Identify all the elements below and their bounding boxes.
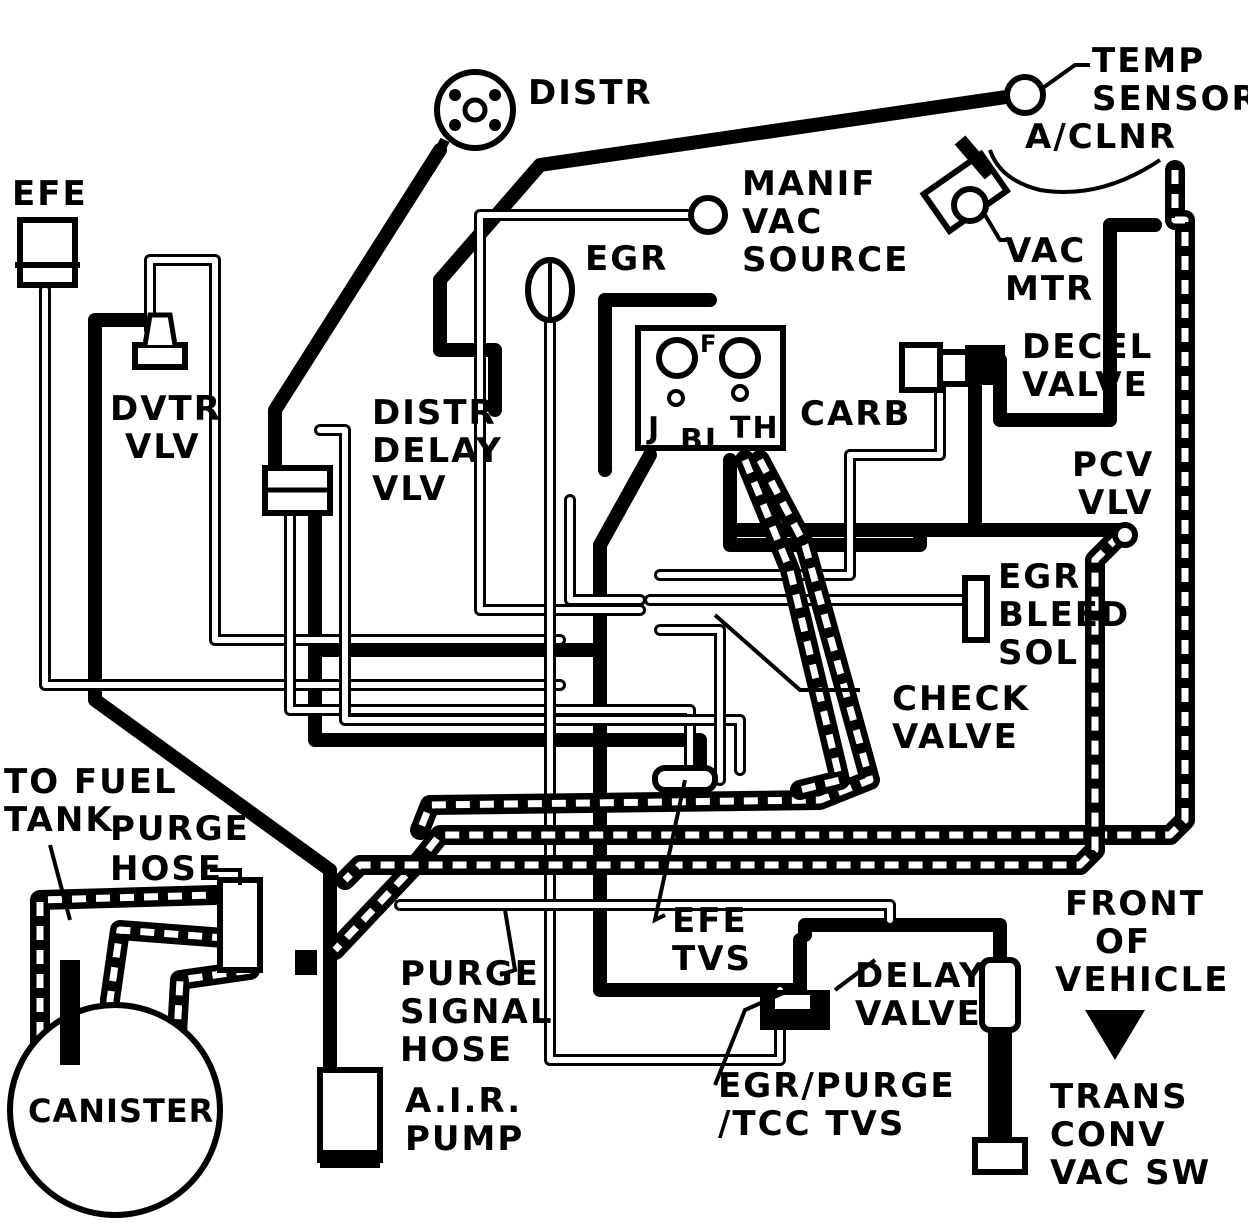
label-distr-delay-1: DISTR — [372, 393, 497, 433]
air-pump — [317, 1067, 383, 1168]
hose-trans-switch — [798, 918, 1007, 967]
carb-port-bl: BL — [680, 423, 726, 458]
hose-distr-delay-to-check — [308, 483, 707, 777]
label-egr-bleed-2: BLEED — [998, 595, 1130, 635]
label-delay-1: DELAY — [855, 956, 986, 996]
hose-carb-j — [593, 448, 807, 997]
temp-sensor — [988, 74, 1162, 194]
label-egr-tvs-2: /TCC TVS — [718, 1104, 905, 1144]
label-purge-signal-1: PURGE — [400, 954, 540, 994]
label-egr-bleed-3: SOL — [998, 633, 1079, 673]
label-front-1: FRONT — [1065, 884, 1205, 924]
pcv-valve — [1112, 522, 1138, 548]
carb-port-th: TH — [730, 411, 780, 446]
label-purge-signal-3: HOSE — [400, 1030, 513, 1070]
label-air-pump-1: A.I.R. — [405, 1081, 522, 1121]
label-vac-mtr-1: VAC — [1005, 231, 1086, 271]
decel-valve — [899, 342, 1005, 393]
trans-conv-vac-switch — [972, 957, 1028, 1175]
carburetor: F J BL TH — [635, 325, 786, 458]
label-manif-1: MANIF — [742, 164, 876, 204]
black-hoses — [88, 88, 1162, 1077]
label-front-2: OF — [1095, 922, 1151, 962]
distr-delay-valve — [262, 465, 333, 516]
label-purge-hose-2: HOSE — [110, 849, 223, 889]
label-pcv-2: VLV — [1078, 483, 1154, 523]
label-purge-hose-1: PURGE — [110, 809, 250, 849]
label-temp-sensor-2: SENSOR — [1092, 79, 1248, 119]
label-check-1: CHECK — [892, 679, 1030, 719]
label-delay-2: VALVE — [855, 994, 982, 1034]
label-check-2: VALVE — [892, 717, 1019, 757]
labels: DISTR TEMP SENSOR A/CLNR EFE MANIF VAC S… — [4, 41, 1248, 1193]
label-distr: DISTR — [528, 73, 653, 113]
canister — [7, 960, 223, 1218]
label-to-fuel-1: TO FUEL — [4, 762, 178, 802]
check-valve — [652, 765, 718, 793]
carb-port-j: J — [646, 411, 661, 446]
label-purge-signal-2: SIGNAL — [400, 992, 553, 1032]
label-carb: CARB — [800, 394, 911, 434]
hose-pcv — [723, 453, 1127, 552]
label-dvtr-2: VLV — [125, 427, 201, 467]
label-decel-1: DECEL — [1022, 327, 1153, 367]
label-air-pump-2: PUMP — [405, 1119, 524, 1159]
label-dvtr-1: DVTR — [110, 389, 222, 429]
label-canister: CANISTER — [28, 1092, 214, 1130]
label-a-clnr: A/CLNR — [1025, 117, 1177, 157]
label-manif-2: VAC — [742, 202, 823, 242]
leader-lines — [48, 63, 1090, 1086]
hose-distributor — [268, 143, 447, 477]
label-trans-1: TRANS — [1050, 1077, 1189, 1117]
label-efe: EFE — [12, 174, 88, 214]
efe-actuator — [15, 217, 80, 288]
label-manif-3: SOURCE — [742, 240, 909, 280]
manif-vac-source — [688, 195, 728, 235]
carb-port-f: F — [700, 330, 718, 358]
distributor — [425, 69, 516, 173]
label-egr: EGR — [585, 239, 668, 279]
hose-dvtr-to-air-pump — [88, 313, 337, 1077]
label-distr-delay-3: VLV — [372, 469, 448, 509]
purge-valve-block — [217, 877, 317, 975]
label-distr-delay-2: DELAY — [372, 431, 503, 471]
dvtr-valve — [132, 312, 188, 370]
label-egr-bleed-1: EGR — [998, 557, 1081, 597]
label-to-fuel-2: TANK — [4, 800, 114, 840]
label-egr-tvs-1: EGR/PURGE — [718, 1066, 956, 1106]
label-trans-3: VAC SW — [1050, 1153, 1211, 1193]
egr-purge-tcc-tvs — [760, 990, 830, 1030]
label-trans-2: CONV — [1050, 1115, 1167, 1155]
label-efe-tvs-1: EFE — [672, 901, 748, 941]
vac-motor — [919, 135, 1012, 236]
arrow-down-icon — [1085, 1010, 1145, 1060]
egr-bleed-solenoid — [962, 575, 990, 643]
label-front-3: VEHICLE — [1055, 960, 1230, 1000]
label-temp-sensor-1: TEMP — [1092, 41, 1205, 81]
label-pcv-1: PCV — [1072, 445, 1154, 485]
hose-temp-sensor — [433, 88, 1027, 417]
egr-valve — [525, 257, 575, 323]
label-efe-tvs-2: TVS — [672, 939, 752, 979]
label-vac-mtr-2: MTR — [1005, 269, 1094, 309]
label-decel-2: VALVE — [1022, 365, 1149, 405]
hose-decel-valve — [993, 218, 1162, 427]
